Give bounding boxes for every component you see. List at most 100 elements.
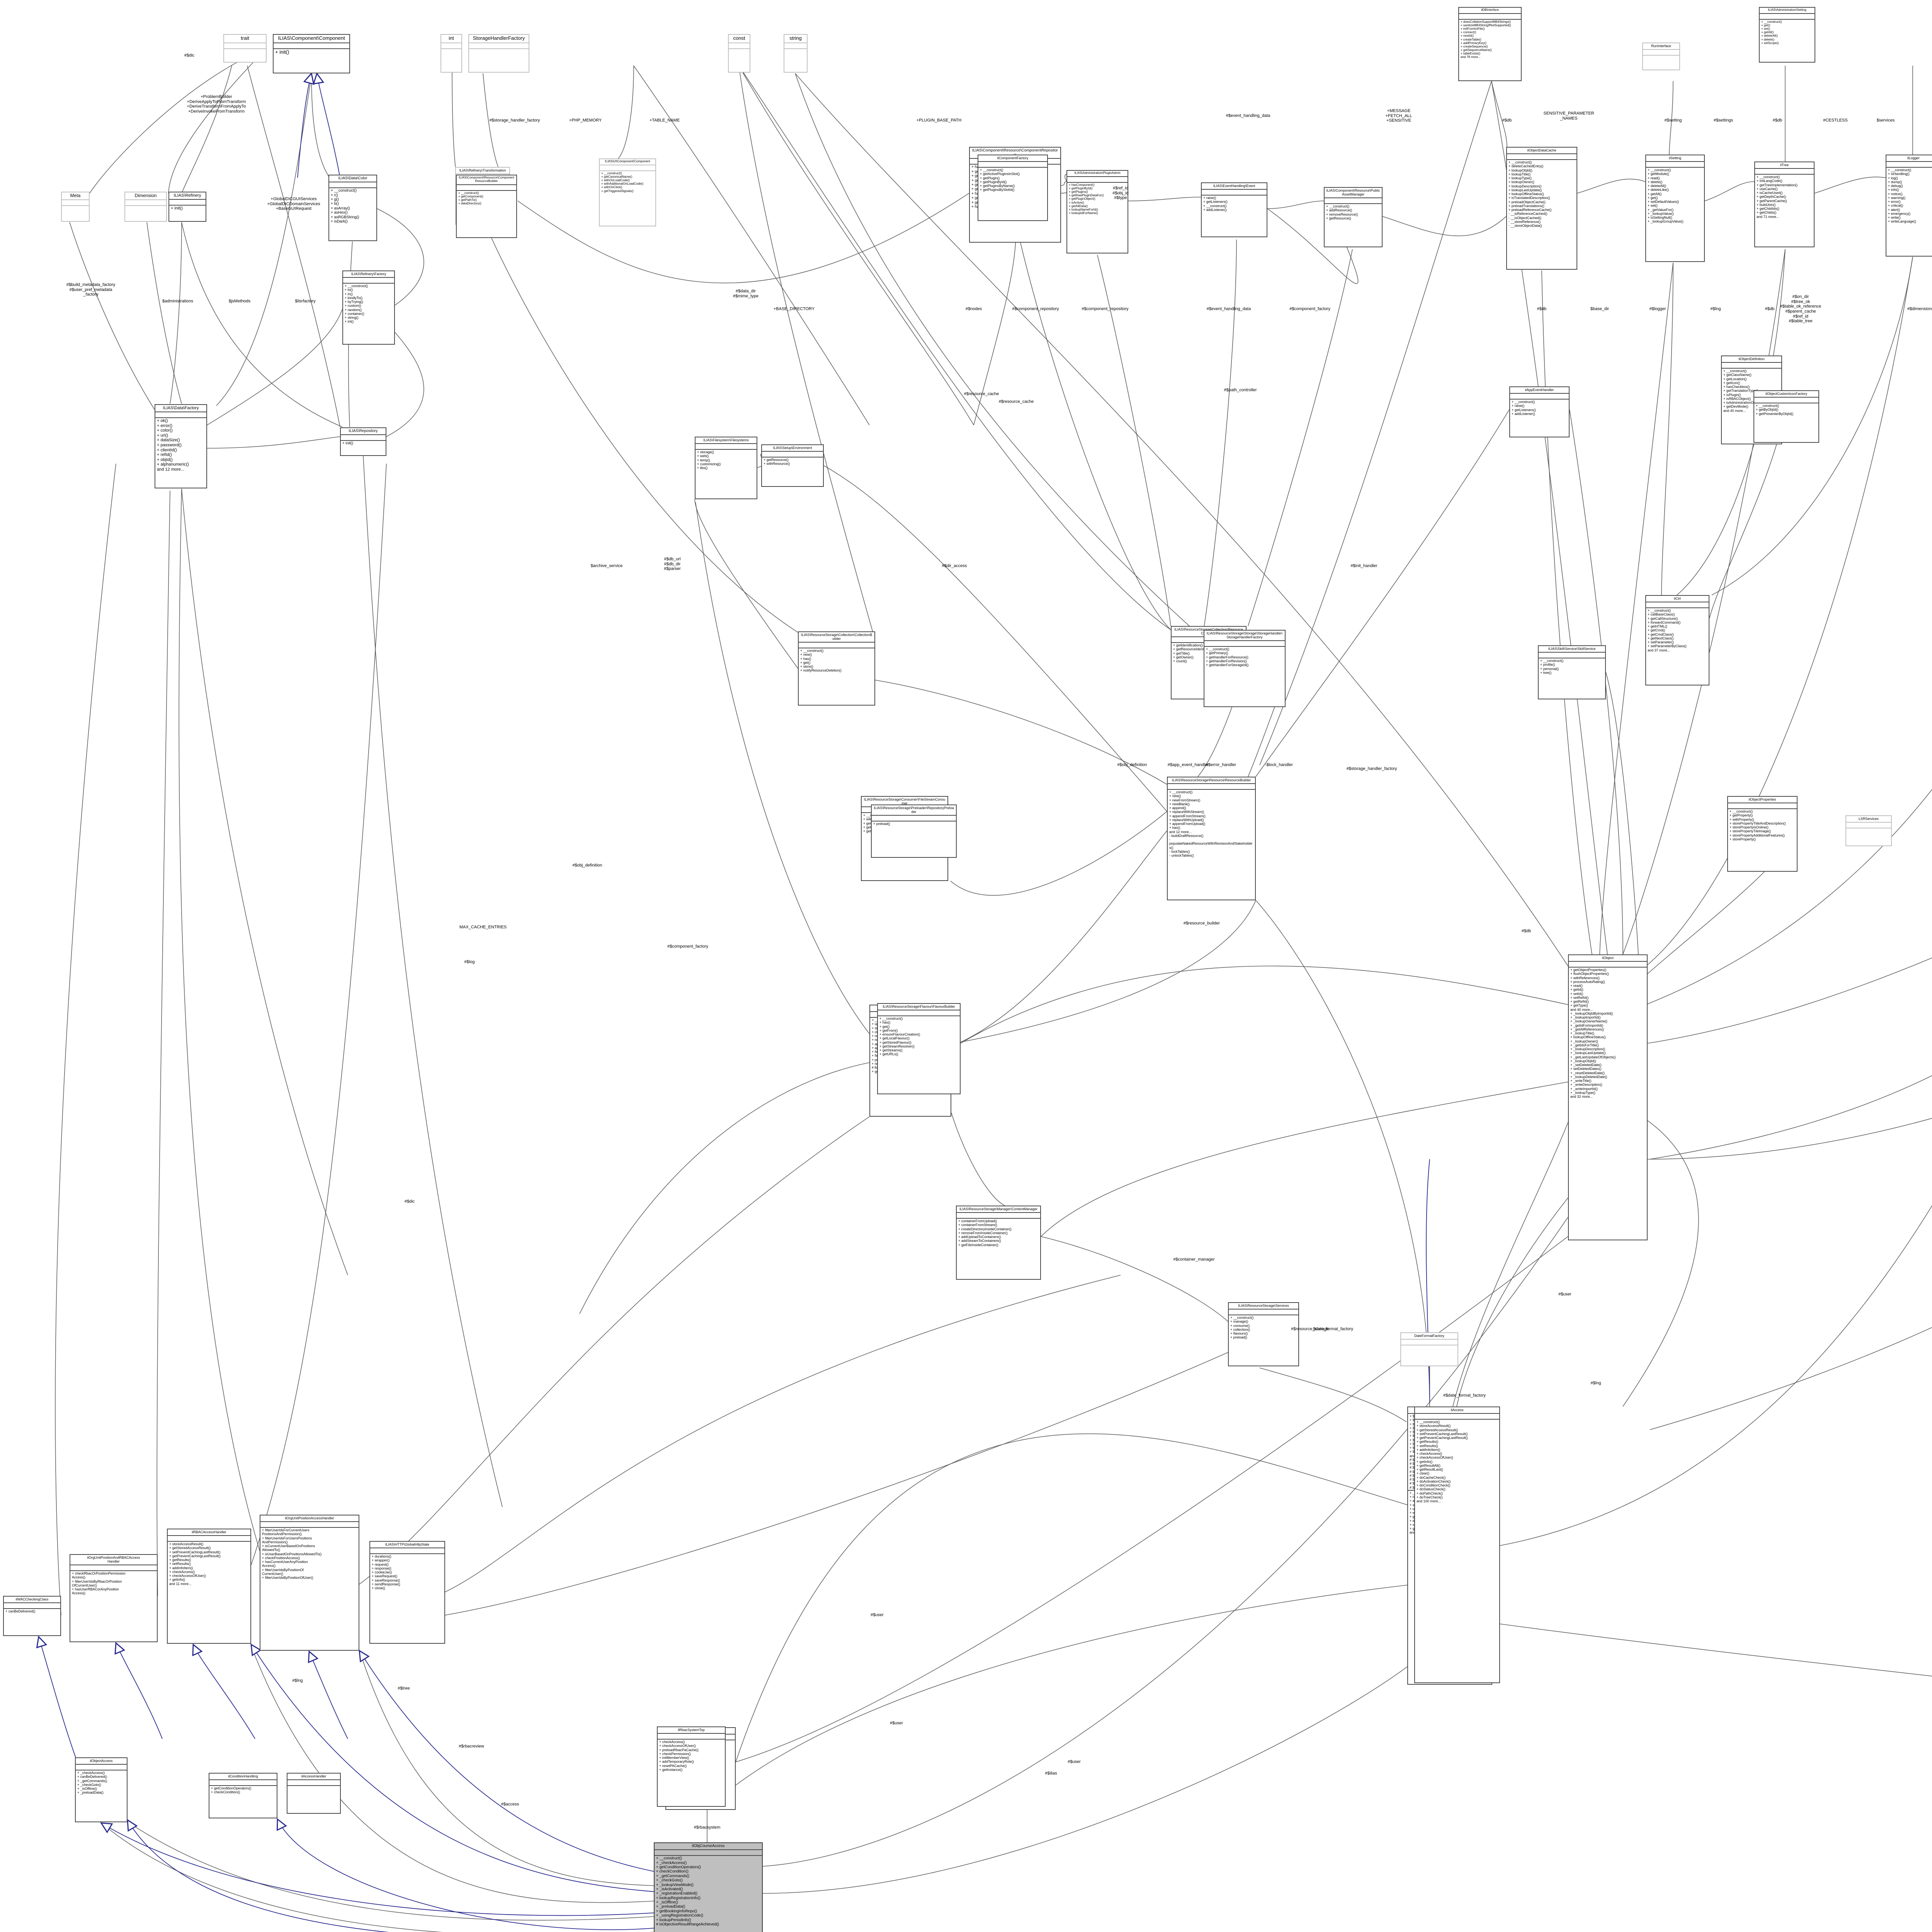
uml-class-attributes xyxy=(957,1213,1040,1219)
uml-class-node[interactable]: ilOrgUnitPositionAccessHandler+ filterUs… xyxy=(260,1515,359,1651)
uml-class-operations: + checkRbacOrPositionPermission Access()… xyxy=(72,1571,126,1595)
uml-class-title: ILIAS\Administration\PluginAdmin xyxy=(1067,171,1128,177)
uml-class-node[interactable]: ILIAS\Data\Color+ __construct() + r() + … xyxy=(328,175,377,241)
uml-class-node[interactable]: ILIAS\Refinery+ init() xyxy=(168,192,206,222)
edge-label: #$access xyxy=(501,1802,519,1807)
edge-label: +MESSAGE +FETCH_ALL +SENSITIVE xyxy=(1385,109,1412,123)
uml-class-operations: + storage() + web() + temp() + customizi… xyxy=(697,450,721,470)
uml-class-title: const xyxy=(729,35,750,43)
uml-class-node[interactable]: LSRServices xyxy=(1845,815,1892,846)
uml-class-operations: + hasComponent() + getPluginById() + get… xyxy=(1069,183,1104,215)
uml-class-node[interactable]: ILIAS\HTTP\GlobalHttpState+ durations() … xyxy=(369,1541,445,1644)
uml-class-attributes xyxy=(76,1765,127,1771)
uml-class-operations: + __construct() + deleteCachedEntry() + … xyxy=(1509,160,1552,228)
uml-class-attributes xyxy=(658,1734,725,1740)
edge-label: $base_dir xyxy=(1590,306,1609,311)
uml-class-node[interactable]: ILIAS\ResourceStorage\Manager\ContentMan… xyxy=(956,1206,1041,1280)
edge-label: #$path_controller xyxy=(1224,388,1257,393)
uml-class-attributes xyxy=(1646,162,1704,168)
uml-class-operations: + __construct() + manage() + consume() +… xyxy=(1230,1316,1254,1340)
uml-class-node[interactable]: ilWACCheckingClass+ canBeDelivered() xyxy=(3,1596,61,1636)
uml-class-node[interactable]: ilDBInterface+ doesCollationSupportMB4St… xyxy=(1458,7,1522,81)
uml-class-node[interactable]: ilOrgUnitPositionAndRBACAccess Handler+ … xyxy=(70,1554,158,1642)
uml-class-node[interactable]: ilCtrl+ __construct() + callBaseClass() … xyxy=(1645,595,1709,685)
uml-class-node[interactable]: ilConditionHandling+ getConditionOperato… xyxy=(209,1773,277,1818)
uml-class-attributes xyxy=(1459,14,1521,20)
edge-label: #$lng xyxy=(1710,306,1721,311)
uml-class-title: LSRServices xyxy=(1846,816,1891,823)
uml-class-node[interactable]: const xyxy=(728,34,750,73)
uml-class-node[interactable]: ilObject+ getObjectProperties() + flushO… xyxy=(1568,954,1648,1240)
edge-label: -$lock_handler xyxy=(1265,762,1293,767)
uml-class-title: ilAccess xyxy=(1415,1407,1499,1414)
uml-class-node[interactable]: ilObjCourseAccess+ __construct() + _chec… xyxy=(654,1842,763,1932)
uml-class-title: ILIAS\Filesystem\Filesystems xyxy=(696,437,757,444)
uml-class-operations: + storeAccessResult() + getStoredAccessR… xyxy=(169,1542,221,1586)
uml-class-node[interactable]: ILIAS\Filesystem\Filesystems + storage() … xyxy=(695,437,757,499)
uml-class-node[interactable]: DateFormatFactory xyxy=(1400,1332,1458,1366)
uml-class-node[interactable]: ILIAS\ResourceStorage\Flavour\FlavourBui… xyxy=(877,1003,961,1094)
uml-class-node[interactable]: ilAccess+ __construct() + storeAccessRes… xyxy=(1414,1406,1500,1683)
uml-class-node[interactable]: ILIAS\ResourceStorage\Storage\StorageHan… xyxy=(1204,630,1286,707)
uml-class-node[interactable]: ILIAS\Data\Factory+ ok() + error() + col… xyxy=(155,404,207,488)
uml-class-node[interactable]: ILIAS\ResourceStorage\Resource\ResourceB… xyxy=(1167,777,1256,900)
uml-class-node[interactable]: ILIAS\ResourceStorage\Preloader\Reposito… xyxy=(871,804,957,858)
uml-class-node[interactable]: ILIAS\Component\Resource\PublicAssetMana… xyxy=(1324,187,1383,247)
uml-class-node[interactable]: ilObjectAccess+ _checkAccess() + canBeDe… xyxy=(75,1757,128,1822)
uml-class-node[interactable]: RunInterface xyxy=(1642,43,1680,70)
uml-class-node[interactable]: ilSetting+ __construct() + getModule() +… xyxy=(1645,155,1705,262)
uml-class-title: Meta xyxy=(62,192,89,201)
uml-class-node[interactable]: ILIAS\ResourceStorage\Collection\Collect… xyxy=(798,631,875,706)
uml-class-node[interactable]: ILIAS\EventHandling\Event+ raise() + get… xyxy=(1201,182,1267,237)
uml-class-node[interactable]: ILIAS\Administration\Setting+ __construc… xyxy=(1759,7,1815,63)
uml-class-node[interactable]: ilAccessHandler xyxy=(287,1773,341,1814)
uml-class-operations: + __construct() + has() + get() + getFro… xyxy=(879,1017,920,1056)
edge-label: #$db xyxy=(1521,929,1531,934)
uml-class-title: ilAppEventHandler xyxy=(1510,387,1569,394)
uml-class-node[interactable]: ILIAS\Administration\PluginAdmin + hasCom… xyxy=(1066,170,1128,253)
edge-label: #$dimensions xyxy=(1907,306,1932,311)
uml-class-operations: + containerFromUpload() + containerFromS… xyxy=(958,1219,1012,1247)
uml-class-node[interactable]: ILIAS\ResourceStorage\Services+ __constr… xyxy=(1228,1302,1299,1366)
uml-class-node[interactable]: ilObjectDataCache+ __construct() + delet… xyxy=(1506,147,1577,270)
uml-class-node[interactable]: ILIAS\Repository+ init() xyxy=(340,427,386,456)
edge-label: #$resource_storage xyxy=(1291,1327,1329,1332)
uml-class-node[interactable]: ilObjectCustomIconFactory+ __construct()… xyxy=(1753,390,1819,443)
uml-class-node[interactable]: Dimension xyxy=(124,192,167,222)
uml-class-node[interactable]: ILIAS\Skill\Service\SkillService+ __cons… xyxy=(1538,645,1606,699)
edge-label: SENSITIVE_PARAMETER _NAMES xyxy=(1543,111,1594,121)
uml-class-node[interactable]: ilObjectProperties+ __construct() + getP… xyxy=(1727,796,1798,872)
uml-class-node[interactable]: int xyxy=(440,34,462,73)
uml-class-attributes xyxy=(1415,1414,1499,1420)
uml-class-title: ILIAS\Administration\Setting xyxy=(1760,8,1815,14)
uml-class-node[interactable]: StorageHandlerFactory xyxy=(468,34,529,73)
uml-class-node[interactable]: ILIAS\Component\Component+ init() xyxy=(273,34,350,73)
uml-class-node[interactable]: ilComponentFactory+ __construct() + getA… xyxy=(978,155,1048,221)
edge-label: #$resource_cache xyxy=(998,399,1034,404)
uml-class-node[interactable]: ILIAS\Refinery\Factory+ __construct() + … xyxy=(342,270,395,345)
uml-class-node[interactable]: ILIAS\Component\Resource\ComponentResour… xyxy=(456,175,517,238)
edge-label: #$setting xyxy=(1664,118,1682,123)
uml-class-title: ilAccessHandler xyxy=(287,1774,340,1781)
uml-class-node[interactable]: ILIAS\UI\Component\Component+ __construc… xyxy=(599,158,656,226)
uml-class-node[interactable]: Meta xyxy=(61,192,90,222)
uml-class-node[interactable]: string xyxy=(784,34,808,73)
uml-class-node[interactable]: ilTree+ __construct() + initLangCode() +… xyxy=(1754,162,1815,247)
edge-label: #$component_factory xyxy=(1289,306,1330,311)
uml-class-attributes xyxy=(370,1548,444,1554)
uml-class-attributes xyxy=(4,1603,60,1609)
uml-class-node[interactable]: ilAppEventHandler+ __construct() + raise… xyxy=(1509,386,1570,437)
edge-label: #$resource_builder xyxy=(1183,921,1220,926)
uml-class-attributes xyxy=(224,43,266,49)
uml-class-node[interactable]: ILIAS\Setup\Environment+ getResource() +… xyxy=(761,444,824,487)
edge-label: #$component_repository xyxy=(1012,306,1059,311)
uml-class-node[interactable]: ilRbacSystemTop+ checkAccess() + checkAc… xyxy=(657,1726,726,1807)
edge-label: #$nodes xyxy=(965,306,982,311)
uml-class-attributes xyxy=(457,185,516,191)
uml-class-node[interactable]: ilRBACAccessHandler+ storeAccessResult()… xyxy=(167,1529,251,1644)
uml-class-operations: + __construct() + _checkAccess() + getCo… xyxy=(656,1856,719,1927)
uml-class-attributes xyxy=(209,1780,277,1786)
uml-class-node[interactable]: ilLogger+ __construct() + isHandling() +… xyxy=(1886,155,1932,257)
uml-class-node[interactable]: trait xyxy=(223,34,267,63)
uml-class-operations: + ok() + error() + color() + uri() + dat… xyxy=(157,418,189,472)
